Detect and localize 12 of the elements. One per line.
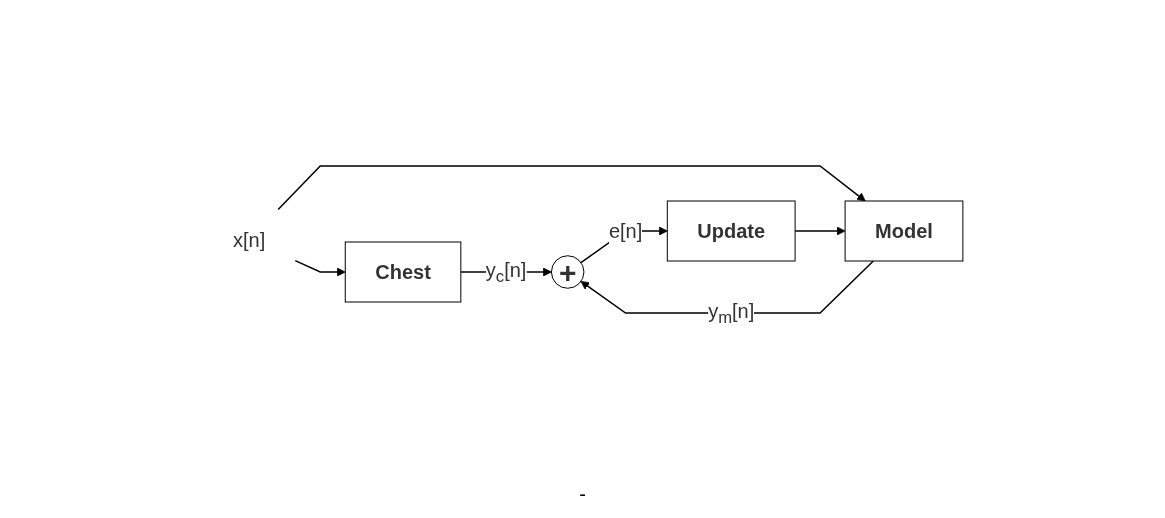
node-text: x[n] bbox=[232, 228, 265, 250]
edge-label: e[n] bbox=[608, 219, 642, 242]
arrow bbox=[294, 259, 346, 276]
arrow bbox=[793, 226, 846, 235]
edge-label: y$_{c}$[n] bbox=[485, 258, 526, 286]
arrow bbox=[276, 164, 866, 210]
node-box: Chest bbox=[344, 241, 461, 302]
node-circle: + bbox=[550, 254, 584, 289]
node-box: Model bbox=[844, 200, 963, 261]
sign-label: - bbox=[579, 482, 586, 505]
node-box: Update bbox=[666, 200, 796, 261]
edge-label: y$_{m}$[n] bbox=[707, 299, 754, 327]
